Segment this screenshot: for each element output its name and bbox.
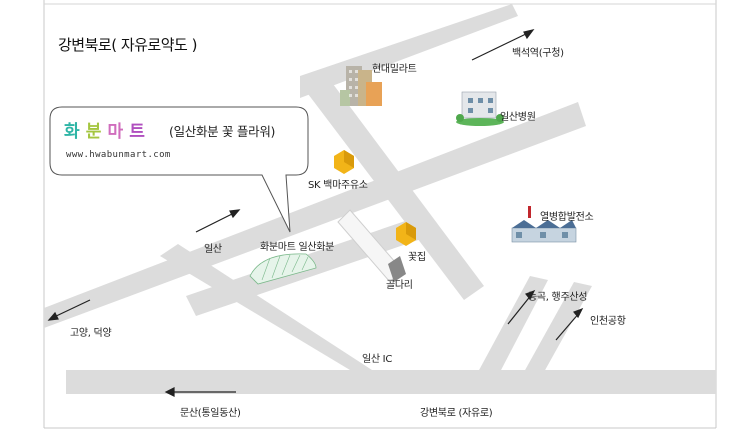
logo-char-4: 트 [129, 122, 146, 142]
logo-char-2: 분 [85, 122, 103, 142]
logo-char-1: 화 [64, 122, 81, 142]
arrow-munsan-head [164, 387, 175, 397]
label-kkotjip: 꽃집 [408, 252, 426, 263]
road-cross-diagonal [302, 72, 484, 300]
hyundai-building-icon [340, 66, 382, 106]
label-goyang: 고양, 덕양 [70, 328, 112, 339]
arrow-neunggok-head [525, 289, 536, 301]
label-gangbyeon: 강변북로 (자유로) [420, 408, 493, 419]
flower-shop-marker-icon [396, 222, 416, 246]
arrow-baekseok-head [523, 29, 535, 40]
power-plant-icon [511, 206, 577, 243]
bridge-shadow [388, 256, 406, 282]
label-hwabunmart-here: 화분마트 일산화분 [260, 242, 335, 253]
label-neunggok: 능곡, 행주산성 [528, 292, 588, 303]
label-incheon-airport: 인천공항 [590, 316, 626, 327]
label-ilsan: 일산 [204, 244, 222, 255]
greenhouse-icon [249, 253, 317, 285]
arrow-neunggok [507, 293, 533, 325]
road-main-diagonal [44, 102, 586, 328]
arrow-ilsan [195, 211, 237, 233]
map-title: 강변북로( 자유로약도 ) [58, 36, 197, 54]
roads [44, 4, 716, 394]
arrows [47, 29, 584, 397]
road-ilsan-ic [160, 244, 372, 370]
ramp-incheon [524, 282, 592, 372]
label-ilsan-ic: 일산 IC [362, 354, 393, 365]
label-goldari: 골다리 [386, 280, 413, 291]
label-hyundai: 현대밀라트 [372, 64, 417, 75]
arrow-incheon [555, 311, 581, 341]
store-name: (일산화분 꽃 플라워) [169, 124, 276, 139]
road-expressway [66, 370, 716, 394]
arrow-baekseok [471, 31, 531, 61]
store-url[interactable]: www.hwabunmart.com [66, 150, 171, 160]
store-logo: 화 분 마 트 [64, 117, 146, 142]
hospital-icon [456, 91, 504, 126]
arrow-incheon-head [573, 307, 584, 319]
arrow-goyang [51, 299, 91, 319]
logo-char-3: 마 [107, 122, 125, 142]
label-yeolbyeong: 열병합발전소 [540, 212, 594, 223]
label-sk-station: SK 백마주유소 [308, 180, 368, 191]
road-upper [300, 4, 518, 98]
ramp-neunggok [478, 276, 548, 372]
label-baekseok: 백석역(구청) [512, 48, 564, 59]
arrow-ilsan-head [229, 209, 241, 219]
store-callout-box [49, 106, 309, 233]
label-ilsan-hospital: 일산병원 [500, 112, 536, 123]
arrow-goyang-head [47, 311, 59, 321]
sk-station-marker-icon [334, 150, 354, 174]
label-munsan: 문산(통일동산) [180, 408, 241, 419]
